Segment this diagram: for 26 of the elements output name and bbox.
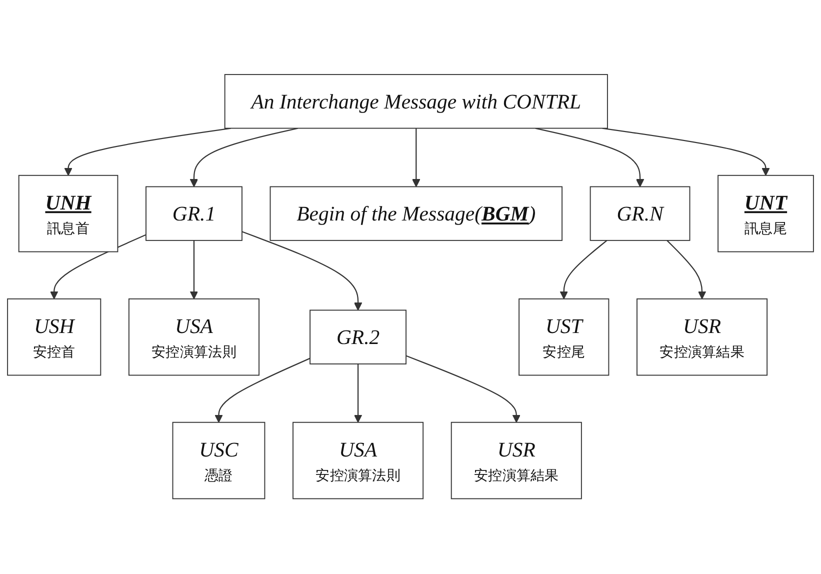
arrow: [406, 356, 521, 424]
arrow: [50, 234, 146, 300]
arrow: [354, 364, 362, 424]
node-box: USC 憑證: [172, 422, 266, 500]
node-box: GR.N: [590, 186, 690, 242]
node-box: UNT 訊息尾: [718, 175, 814, 253]
arrow: [412, 128, 420, 188]
arrow: [190, 128, 298, 188]
node-box: An Interchange Message with CONTRL: [224, 74, 608, 130]
node-box: Begin of the Message(BGM): [270, 186, 563, 242]
arrow: [535, 128, 644, 188]
arrow: [560, 240, 608, 300]
node-box: USR 安控演算結果: [636, 298, 768, 376]
arrow: [190, 240, 198, 300]
node-box: UST 安控尾: [518, 298, 610, 376]
node-box: GR.2: [310, 310, 406, 365]
arrow: [602, 128, 770, 176]
node-box: USR 安控演算結果: [450, 422, 582, 500]
arrow: [242, 231, 362, 311]
node-box: GR.1: [146, 186, 242, 242]
node-box: USA 安控演算法則: [128, 298, 260, 376]
node-box: USA 安控演算法則: [292, 422, 424, 500]
arrow: [666, 240, 706, 300]
node-box: USH 安控首: [7, 298, 102, 376]
node-box: UNH 訊息首: [18, 175, 118, 253]
arrow: [214, 358, 310, 424]
